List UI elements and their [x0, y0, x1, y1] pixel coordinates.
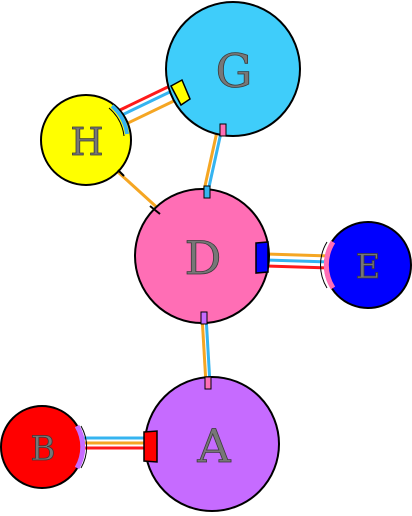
edge-h-g — [119, 82, 181, 126]
node-g[interactable]: G — [165, 1, 301, 137]
node-e[interactable]: E — [320, 221, 412, 309]
node-g-circle — [165, 1, 301, 137]
edge-b-a — [80, 436, 148, 450]
edge-d-e — [265, 252, 331, 270]
node-h-circle — [40, 94, 132, 186]
node-e-label: E — [356, 247, 381, 287]
node-a[interactable]: A — [143, 376, 280, 512]
node-d-label: D — [185, 231, 222, 285]
edge-d-a — [200, 315, 212, 385]
node-d[interactable]: D — [134, 185, 270, 325]
edge-g-d — [201, 126, 224, 197]
node-b-label: B — [31, 429, 56, 469]
edge-h-d — [116, 170, 164, 214]
node-a-label: A — [196, 419, 231, 473]
node-h-label: H — [70, 120, 103, 164]
node-g-label: G — [216, 44, 253, 98]
node-b[interactable]: B — [0, 405, 88, 489]
node-h[interactable]: H — [40, 94, 132, 186]
